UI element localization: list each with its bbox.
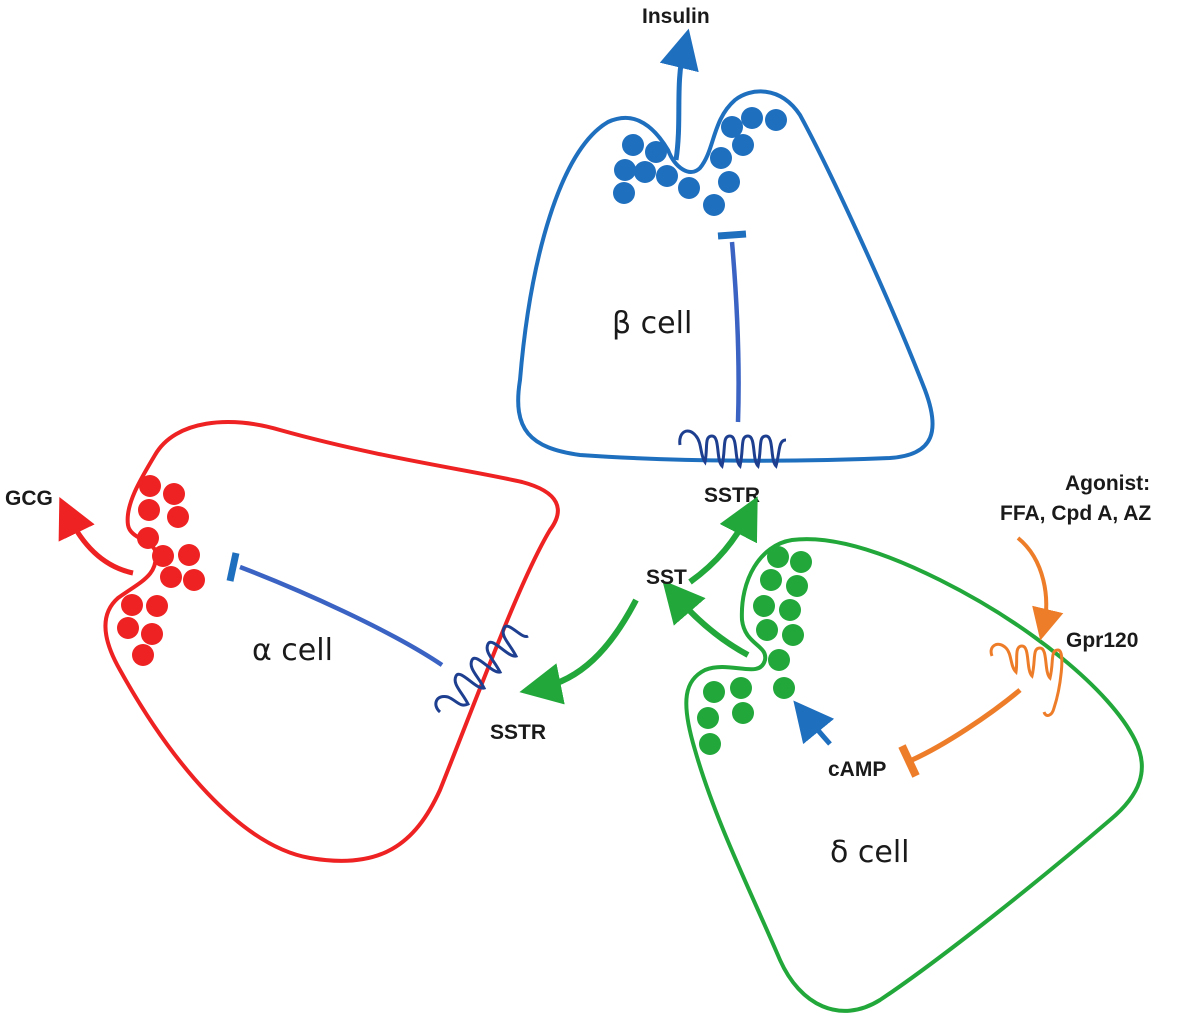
agonist-title: Agonist: xyxy=(1065,472,1150,495)
delta-cell-label: δ cell xyxy=(830,835,910,870)
gpr120-inhibition-arrow xyxy=(898,688,1022,778)
somatostatin-granules xyxy=(697,546,812,755)
gcg-label: GCG xyxy=(5,487,53,510)
alpha-cell: α cell xyxy=(58,420,560,863)
camp-label: cAMP xyxy=(828,758,886,781)
beta-cell-membrane xyxy=(516,89,935,463)
beta-sstr-receptor-icon xyxy=(678,429,787,470)
glucagon-granules xyxy=(117,475,205,666)
beta-cell: β cell xyxy=(516,28,935,470)
gpr120-receptor-icon xyxy=(989,642,1064,717)
beta-cell-label: β cell xyxy=(612,306,692,341)
alpha-cell-label: α cell xyxy=(252,633,333,668)
insulin-secretion-arrow xyxy=(659,28,699,161)
sst-signaling-arrows xyxy=(519,496,758,705)
agonist-list: FFA, Cpd A, AZ xyxy=(1000,502,1151,525)
delta-cell: δ cell xyxy=(684,537,1144,1013)
beta-sstr-label: SSTR xyxy=(704,484,760,507)
insulin-label: Insulin xyxy=(642,5,710,28)
gpr120-label: Gpr120 xyxy=(1066,629,1138,652)
sst-to-alpha-arrow xyxy=(519,598,639,705)
insulin-granules xyxy=(613,107,787,216)
camp-activation-arrow xyxy=(793,700,835,746)
agonist-arrow xyxy=(1016,536,1064,641)
alpha-sstr-label: SSTR xyxy=(490,721,546,744)
alpha-sstr-receptor-icon xyxy=(434,624,529,714)
beta-inhibition-arrow xyxy=(717,230,747,423)
glucagon-secretion-arrow xyxy=(58,496,134,576)
sst-label: SST xyxy=(646,566,687,589)
delta-to-sst-arrow xyxy=(662,580,750,658)
alpha-inhibition-arrow xyxy=(226,552,444,667)
sst-to-beta-arrow xyxy=(688,496,758,585)
delta-cell-membrane xyxy=(684,537,1144,1013)
